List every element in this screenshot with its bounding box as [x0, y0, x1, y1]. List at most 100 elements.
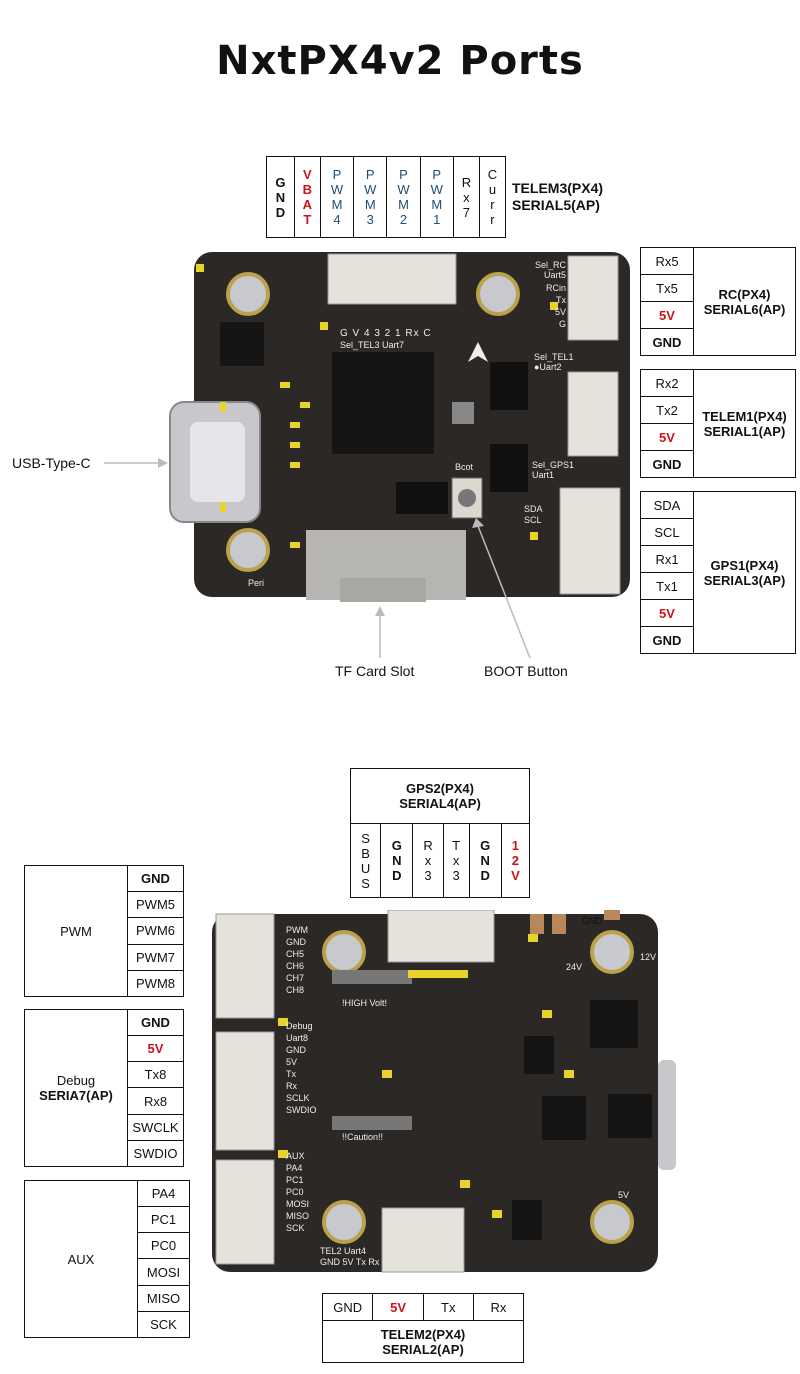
gps1-label: GPS1(PX4)SERIAL3(AP) — [693, 491, 796, 654]
silk-scl: SCL — [524, 515, 542, 525]
rc-label: RC(PX4)SERIAL6(AP) — [693, 247, 796, 356]
gps1-pin-sda: SDA — [640, 491, 694, 519]
silk-b-tx: Tx — [286, 1069, 296, 1079]
telem2-pin-5v: 5V — [372, 1293, 424, 1321]
silk-sda: SDA — [524, 504, 543, 514]
usb-callout-label: USB-Type-C — [12, 455, 91, 471]
gps2-pin-0: S B U S — [349, 823, 382, 898]
silk-caution: !!Caution!! — [342, 1132, 384, 1142]
rc-pin-tx5: Tx5 — [640, 274, 694, 302]
silk-b-ch6: CH6 — [286, 961, 305, 971]
usb-callout-arrow — [104, 458, 168, 468]
gps1-pin-rx1: Rx1 — [640, 545, 694, 573]
silk-g: G — [558, 319, 566, 329]
telem3-pin-0: G N D — [266, 156, 295, 238]
aux-pin-pc0: PC0 — [137, 1232, 190, 1260]
silk-b-tel2-pins: GND 5V Tx Rx — [320, 1257, 380, 1267]
silk-b-miso: MISO — [286, 1211, 310, 1221]
aux-label: AUX — [24, 1180, 138, 1338]
silk-sel-tel3: Sel_TEL3 Uart7 — [340, 340, 405, 350]
telem3-label: TELEM3(PX4) SERIAL5(AP) — [512, 180, 604, 213]
rc-pin-rx5: Rx5 — [640, 247, 694, 275]
silk-b-pwm: PWM — [286, 925, 308, 935]
rc-pin-5v: 5V — [640, 301, 694, 329]
gps1-pin-table: SDA GPS1(PX4)SERIAL3(AP) SCL Rx1 Tx1 5V … — [640, 491, 796, 654]
silk-b-pa4: PA4 — [286, 1163, 303, 1173]
silk-b-swdio: SWDIO — [286, 1105, 317, 1115]
silk-b-ch5: CH5 — [286, 949, 305, 959]
silk-b-pc1: PC1 — [286, 1175, 304, 1185]
board-top: Sel_RC Uart5 RCin Tx 5V G Sel_TEL1 ●Uart… — [160, 252, 630, 602]
pwm-pin-pwm7: PWM7 — [127, 943, 184, 971]
telem3-pin-6: R x 7 — [452, 156, 480, 238]
telem1-pin-table: Rx2 TELEM1(PX4)SERIAL1(AP) Tx2 5V GND — [640, 369, 796, 478]
pwm-label: PWM — [24, 865, 128, 997]
silk-uart2: ●Uart2 — [534, 362, 562, 372]
silk-sel-tel1: Sel_TEL1 — [534, 352, 574, 362]
debug-pin-gnd: GND — [127, 1008, 184, 1037]
silk-b-5v: 5V — [286, 1057, 298, 1067]
aux-pin-mosi: MOSI — [137, 1258, 190, 1286]
silk-b-sck: SCK — [286, 1223, 305, 1233]
telem2-pin-rx: Rx — [472, 1293, 525, 1321]
tf-callout-label: TF Card Slot — [335, 663, 415, 679]
telem1-pin-tx2: Tx2 — [640, 396, 694, 424]
silk-b-gnd2: GND — [286, 1045, 306, 1055]
tf-callout-arrow — [375, 606, 385, 658]
silk-uart5: Uart5 — [543, 270, 566, 280]
silk-12v: 12V — [640, 952, 657, 962]
silk-b-gnd: GND — [286, 937, 306, 947]
gps2-pin-3: T x 3 — [442, 823, 470, 898]
pwm-pin-pwm5: PWM5 — [127, 891, 184, 919]
silk-b-ch7: CH7 — [286, 973, 305, 983]
board-bottom: PWM GND CH5 CH6 CH7 CH8 Debug Uart8 GND … — [212, 909, 682, 1280]
gps2-label: GPS2(PX4)SERIAL4(AP) — [350, 768, 530, 824]
rc-pin-gnd: GND — [640, 328, 694, 356]
aux-pin-sck: SCK — [137, 1310, 190, 1339]
boot-callout-label: BOOT Button — [484, 663, 568, 679]
debug-pin-5v: 5V — [127, 1035, 184, 1063]
silk-5v-right: 5V — [618, 1190, 630, 1200]
gps1-pin-tx1: Tx1 — [640, 572, 694, 600]
silk-bcot: Bcot — [455, 462, 474, 472]
telem1-label: TELEM1(PX4)SERIAL1(AP) — [693, 369, 796, 478]
telem3-pin-3: P W M 3 — [353, 156, 388, 238]
telem3-pin-1: V B A T — [293, 156, 321, 238]
telem2-pin-gnd: GND — [321, 1293, 374, 1321]
rc-pin-table: Rx5 RC(PX4)SERIAL6(AP) Tx5 5V GND — [640, 247, 796, 356]
aux-pin-table: AUX PA4 PC1 PC0 MOSI MISO SCK — [24, 1179, 190, 1339]
silk-b-tel2: TEL2 Uart4 — [320, 1246, 367, 1256]
telem1-pin-rx2: Rx2 — [640, 369, 694, 397]
gps2-pin-1: G N D — [380, 823, 414, 898]
silk-rcin: RCin — [545, 283, 566, 293]
silk-b-sclk: SCLK — [286, 1093, 310, 1103]
telem1-pin-gnd: GND — [640, 450, 694, 478]
silk-24v: 24V — [566, 962, 583, 972]
gps1-pin-scl: SCL — [640, 518, 694, 546]
gps1-pin-gnd: GND — [640, 626, 694, 654]
aux-pin-pc1: PC1 — [137, 1206, 190, 1234]
silk-sel-rc: Sel_RC — [534, 260, 566, 270]
gps2-pin-2: R x 3 — [412, 823, 444, 898]
silk-5v: 5V — [554, 307, 566, 317]
telem3-pin-2: P W M 4 — [319, 156, 355, 238]
debug-pin-swclk: SWCLK — [127, 1113, 184, 1141]
gps2-pin-5: 1 2 V — [500, 823, 531, 898]
telem2-pin-tx: Tx — [422, 1293, 474, 1321]
telem1-pin-5v: 5V — [640, 423, 694, 451]
silk-peri: Peri — [248, 578, 265, 588]
pwm-pin-pwm8: PWM8 — [127, 969, 184, 998]
silk-b-ch8: CH8 — [286, 985, 305, 995]
silk-tx: Tx — [556, 295, 566, 305]
pwm-pin-gnd: GND — [127, 864, 184, 893]
pwm-pin-table: PWM GND PWM5 PWM6 PWM7 PWM8 — [24, 864, 184, 998]
gps1-pin-5v: 5V — [640, 599, 694, 627]
silk-sel-gps1: Sel_GPS1 — [532, 460, 575, 470]
debug-pin-tx8: Tx8 — [127, 1061, 184, 1089]
page-title: NxtPX4v2 Ports — [216, 38, 584, 84]
telem2-label: TELEM2(PX4)SERIAL2(AP) — [322, 1320, 524, 1363]
